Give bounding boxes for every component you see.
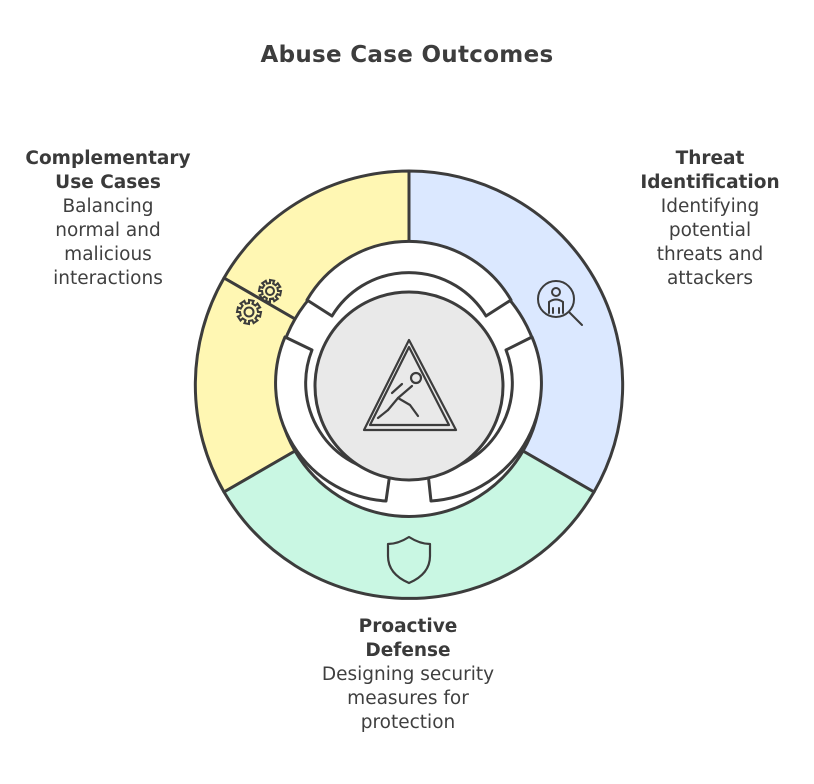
inner-ring bbox=[274, 239, 543, 503]
shield-icon bbox=[386, 535, 432, 585]
description-line: normal and bbox=[55, 220, 161, 241]
warning-slip-icon bbox=[362, 338, 458, 432]
label-proactive-defense: Proactive Defense Designing security mea… bbox=[300, 615, 516, 735]
description-complementary-use-cases: Balancing normal and malicious interacti… bbox=[10, 195, 206, 291]
description-line: potential bbox=[668, 220, 752, 241]
heading-complementary-use-cases: Complementary Use Cases bbox=[10, 147, 206, 195]
heading-line: Identification bbox=[640, 172, 780, 193]
heading-line: Threat bbox=[675, 148, 745, 169]
gears-icon bbox=[235, 278, 283, 326]
description-threat-identification: Identifying potential threats and attack… bbox=[620, 195, 800, 291]
description-proactive-defense: Designing security measures for protecti… bbox=[300, 663, 516, 735]
description-line: Designing security bbox=[321, 664, 495, 685]
gear-icon bbox=[257, 278, 283, 304]
heading-threat-identification: Threat Identification bbox=[620, 147, 800, 195]
gear-hub bbox=[243, 306, 255, 318]
segment-proactive-defense bbox=[222, 449, 596, 600]
description-line: protection bbox=[360, 712, 456, 733]
gear-teeth bbox=[235, 298, 263, 326]
description-line: Balancing bbox=[62, 196, 154, 217]
gear-icon bbox=[235, 298, 263, 326]
center-circle bbox=[313, 290, 505, 482]
description-line: attackers bbox=[666, 268, 754, 289]
label-complementary-use-cases: Complementary Use Cases Balancing normal… bbox=[10, 147, 206, 291]
heading-line: Proactive bbox=[358, 616, 458, 637]
person-search-icon bbox=[537, 280, 583, 326]
description-line: threats and bbox=[656, 244, 764, 265]
description-line: interactions bbox=[53, 268, 163, 289]
label-threat-identification: Threat Identification Identifying potent… bbox=[620, 147, 800, 291]
heading-line: Defense bbox=[365, 640, 451, 661]
heading-line: Use Cases bbox=[55, 172, 161, 193]
description-line: malicious bbox=[64, 244, 152, 265]
gear-hub bbox=[265, 286, 275, 296]
gear-teeth bbox=[257, 278, 283, 304]
diagram-title: Abuse Case Outcomes bbox=[260, 42, 554, 68]
inner-arc-left bbox=[274, 335, 392, 503]
heading-line: Complementary bbox=[25, 148, 191, 169]
description-line: Identifying bbox=[660, 196, 760, 217]
heading-proactive-defense: Proactive Defense bbox=[300, 615, 516, 663]
inner-arc-top bbox=[305, 239, 513, 318]
inner-arc-right bbox=[426, 335, 543, 503]
description-line: measures for bbox=[347, 688, 469, 709]
